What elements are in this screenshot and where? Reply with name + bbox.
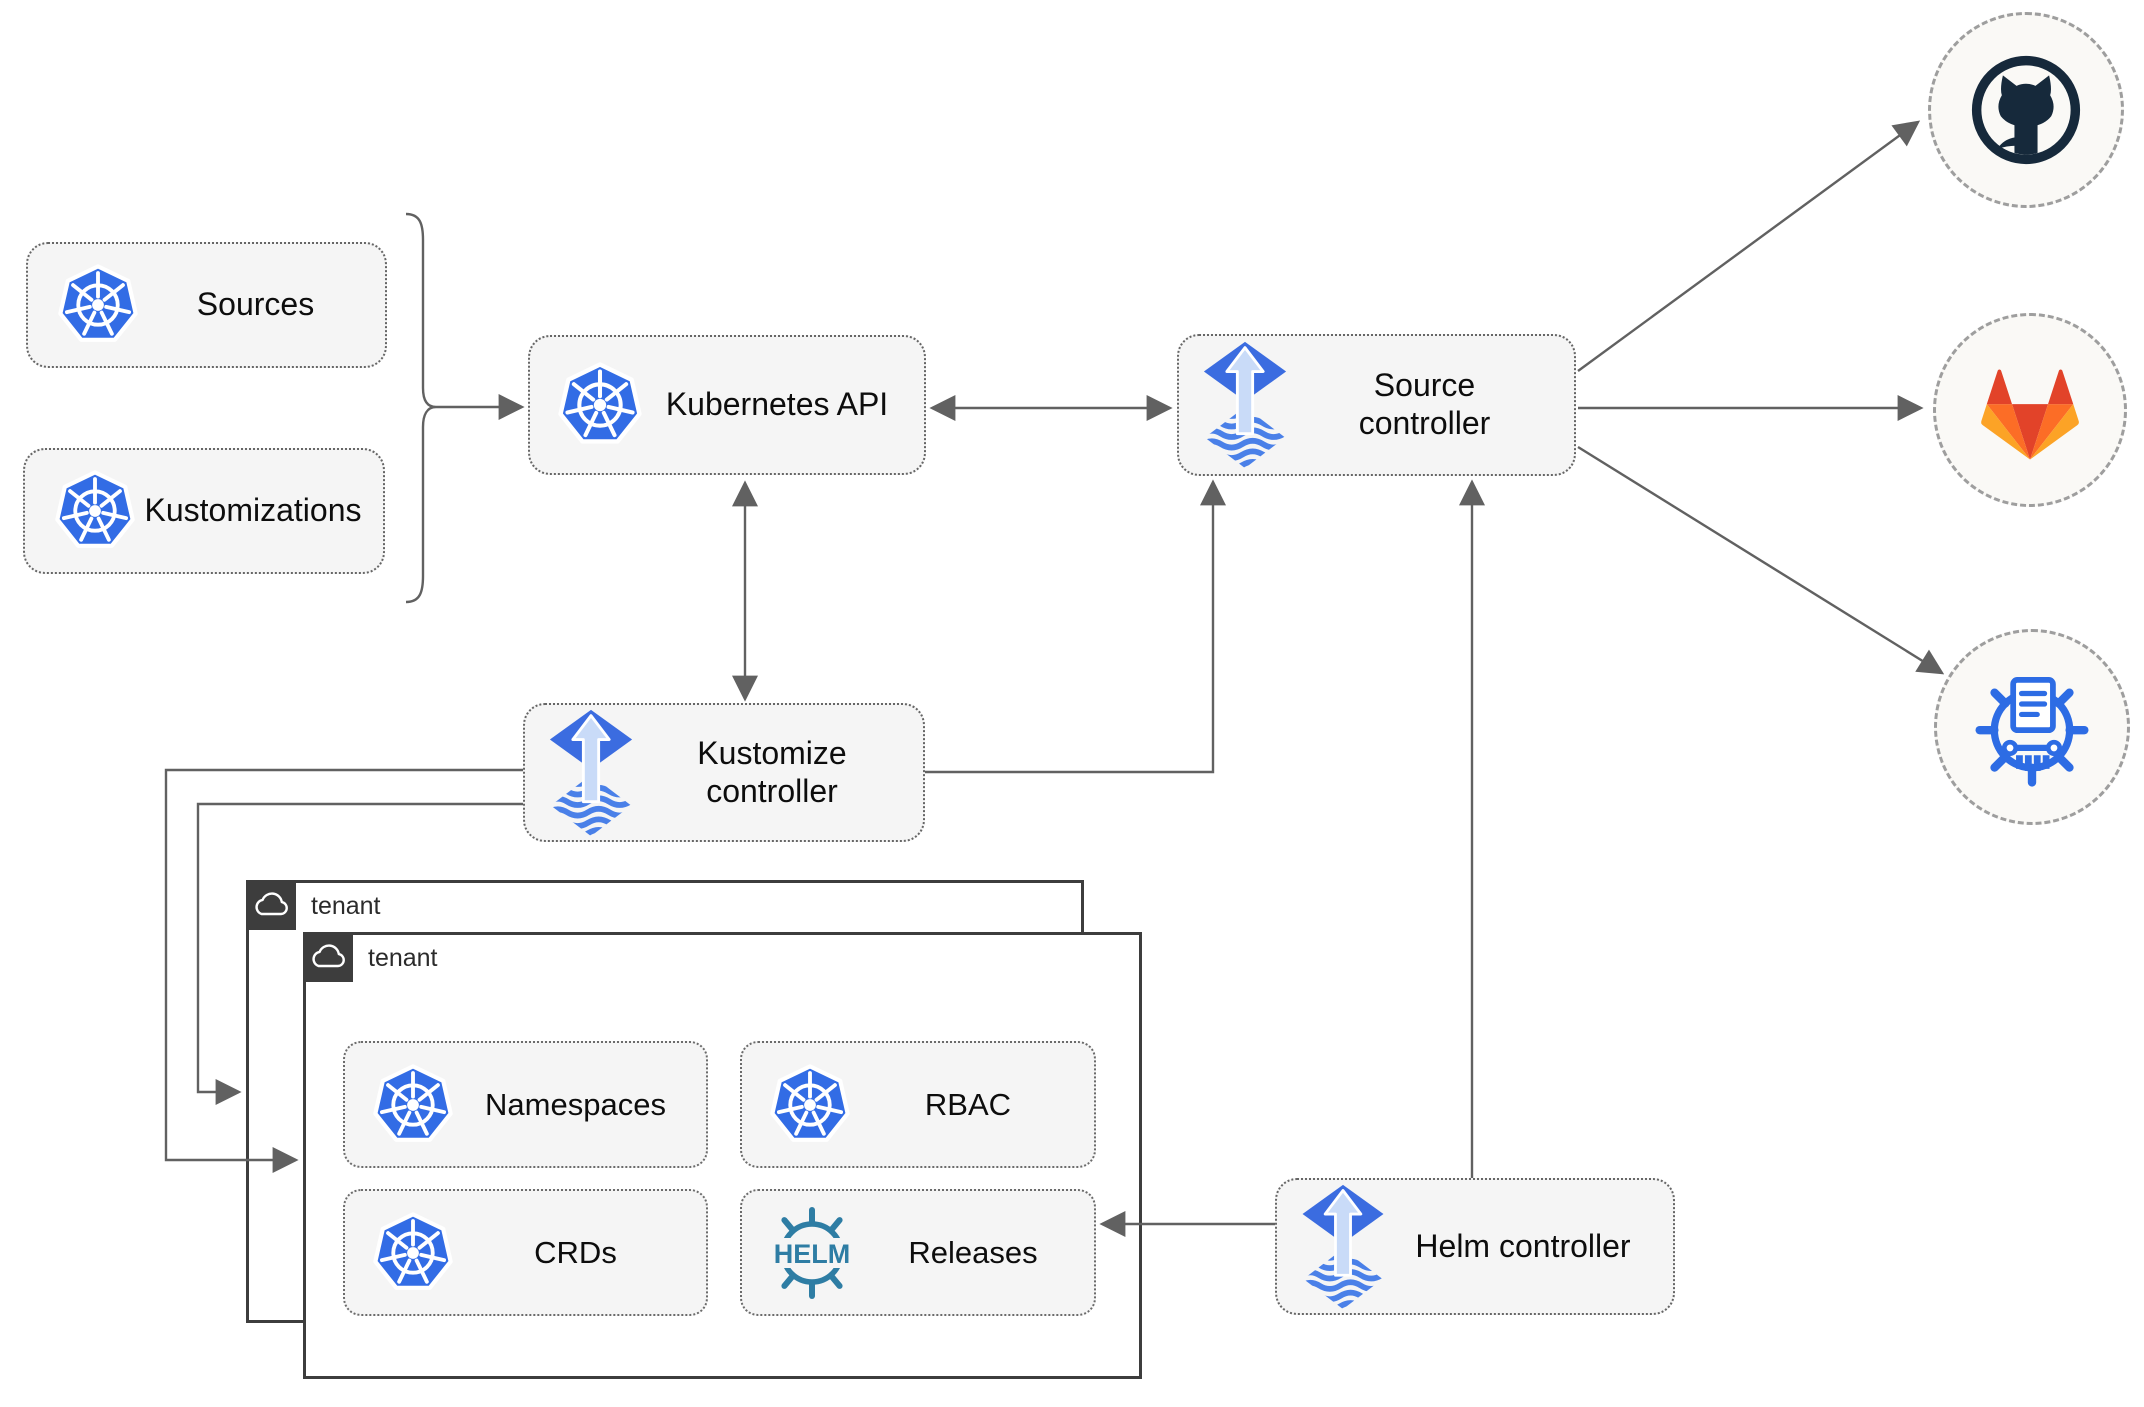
helm-logo-text: HELM [774,1239,851,1269]
gitlab-icon [1981,369,2079,460]
endpoint-registry [1934,629,2130,825]
edge-source-to-github [1577,120,1921,372]
flux-icon [547,708,635,838]
kubernetes-icon [56,263,140,347]
node-label: Kubernetes API [665,386,889,423]
oci-registry-icon [1975,677,2089,787]
flux-icon [1299,1183,1387,1311]
node-label: Kustomize controller [697,734,847,809]
node-kustomize-controller: Kustomize controller [523,703,925,842]
kubernetes-icon [556,361,644,449]
node-label: Helm controller [1415,1227,1631,1264]
edge-source-to-registry [1577,445,1945,675]
endpoint-github [1928,12,2124,208]
kubernetes-icon [768,1063,852,1147]
edge-kustomize-to-source-controller [925,479,1226,774]
node-rbac: RBAC [740,1041,1096,1168]
helm-icon: HELM [766,1206,858,1299]
node-kubernetes-api: Kubernetes API [528,335,926,475]
node-label: Sources [196,286,315,323]
cloud-icon [253,891,289,919]
node-namespaces: Namespaces [343,1041,708,1168]
node-crds: CRDs [343,1189,708,1316]
kubernetes-icon [53,469,137,553]
node-label: Namespaces [485,1086,666,1122]
tenant-label: tenant [368,944,438,972]
tenant-box-front: tenant Namespaces RBAC CRDs [303,932,1142,1379]
tenant-label: tenant [311,892,381,920]
node-kustomizations: Kustomizations [23,448,385,574]
endpoint-gitlab [1933,313,2127,507]
node-releases: HELM Releases [740,1189,1096,1316]
node-label: Source controller [1358,367,1491,441]
tenant-header [303,932,353,982]
node-label: CRDs [534,1234,617,1270]
cloud-icon [310,943,346,971]
node-label: Releases [908,1234,1038,1270]
node-label: RBAC [924,1086,1012,1122]
flux-icon [1201,340,1289,470]
tenant-header [246,880,296,930]
brace-sources-kustomizations [405,212,437,604]
node-helm-controller: Helm controller [1275,1178,1675,1315]
github-icon [1971,55,2081,165]
node-source-controller: Source controller [1177,334,1576,476]
kubernetes-icon [371,1063,455,1147]
kubernetes-icon [371,1211,455,1295]
node-sources: Sources [26,242,387,368]
node-label: Kustomizations [144,492,362,529]
